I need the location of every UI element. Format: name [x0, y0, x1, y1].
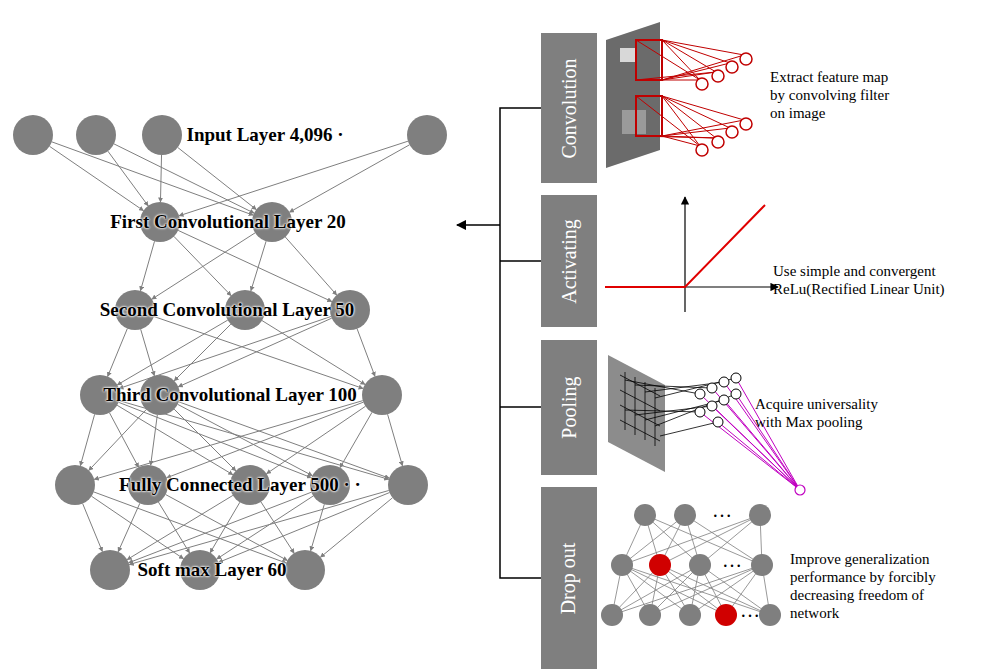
network-link — [80, 414, 94, 465]
description-note: Improve generalization performance by fo… — [790, 550, 940, 622]
ellipsis: … — [712, 500, 732, 520]
network-link — [267, 406, 366, 473]
band-title: Activating — [558, 219, 581, 303]
dropout-unit — [639, 604, 661, 626]
network-link — [174, 236, 231, 295]
network-link — [179, 402, 389, 478]
section-band: Drop out — [541, 487, 597, 669]
dropout-unit — [601, 604, 623, 626]
dropout-unit — [759, 604, 781, 626]
layer-label: First Convolutional Layer 20 — [110, 211, 346, 233]
network-link — [388, 414, 403, 466]
network-link — [50, 146, 144, 210]
neuron — [285, 550, 325, 590]
dropout-unit — [649, 554, 671, 576]
band-title: Convolution — [558, 58, 581, 158]
network-link — [108, 151, 148, 206]
layer-label: Soft max Layer 60 — [138, 559, 287, 581]
band-title: Drop out — [558, 542, 581, 614]
network-link — [340, 412, 372, 467]
network-link — [174, 324, 231, 381]
description-note: Extract feature map by convolving filter… — [770, 68, 900, 122]
network-link — [217, 496, 314, 559]
dropout-unit — [749, 504, 771, 526]
network-link — [178, 147, 257, 209]
network-link — [92, 496, 184, 559]
neuron — [142, 115, 182, 155]
network-link — [210, 502, 240, 553]
network-link — [251, 241, 266, 291]
dropout-unit — [634, 504, 656, 526]
dropout-link — [660, 515, 760, 565]
description-note: Use simple and convergent ReLu(Rectified… — [773, 262, 978, 298]
neuron — [388, 465, 428, 505]
ellipsis: … — [722, 550, 742, 570]
dropout-unit — [674, 504, 696, 526]
network-link — [141, 329, 155, 376]
network-link — [151, 415, 158, 465]
neuron — [76, 115, 116, 155]
dropout-unit — [679, 604, 701, 626]
relu-plot — [605, 197, 778, 312]
neuron — [362, 375, 402, 415]
section-band: Convolution — [541, 33, 597, 183]
ellipsis: … — [740, 600, 760, 620]
network-link — [108, 328, 128, 376]
network-link — [357, 329, 375, 377]
section-band: Activating — [541, 195, 597, 327]
network-link — [320, 498, 392, 558]
description-note: Acquire universality with Max pooling — [755, 395, 895, 431]
network-link — [285, 237, 336, 295]
network-link — [262, 321, 365, 385]
network-link — [109, 413, 138, 468]
layer-label: Input Layer 4,096 · — [187, 124, 344, 146]
network-link — [83, 503, 103, 551]
network-link — [178, 404, 313, 475]
network-link — [152, 233, 255, 299]
section-band: Pooling — [541, 340, 597, 475]
dropout-unit — [689, 554, 711, 576]
network-link — [178, 318, 331, 387]
neuron — [13, 115, 53, 155]
dropout-unit — [715, 604, 737, 626]
network-link — [289, 145, 409, 212]
neuron — [55, 465, 95, 505]
network-link — [179, 141, 408, 216]
layer-label: Third Convolutional Layer 100 — [103, 384, 357, 406]
network-link — [140, 241, 154, 291]
neuron — [407, 115, 447, 155]
neuron — [90, 550, 130, 590]
network-link — [166, 495, 288, 561]
dropout-unit — [611, 554, 633, 576]
network-graph — [13, 115, 447, 590]
network-link — [114, 144, 254, 213]
network-link — [178, 230, 332, 301]
layer-label: Fully Connected Layer 500 · · — [119, 474, 361, 496]
layer-label: Second Convolutional Layer 50 — [100, 299, 355, 321]
dropout-figure — [601, 504, 781, 626]
network-link — [154, 317, 363, 389]
bracket — [457, 108, 541, 578]
band-title: Pooling — [558, 376, 581, 438]
network-link — [118, 503, 140, 551]
convolution-figure — [606, 22, 752, 168]
dropout-unit — [751, 554, 773, 576]
network-link — [160, 155, 161, 202]
network-link — [89, 410, 147, 471]
